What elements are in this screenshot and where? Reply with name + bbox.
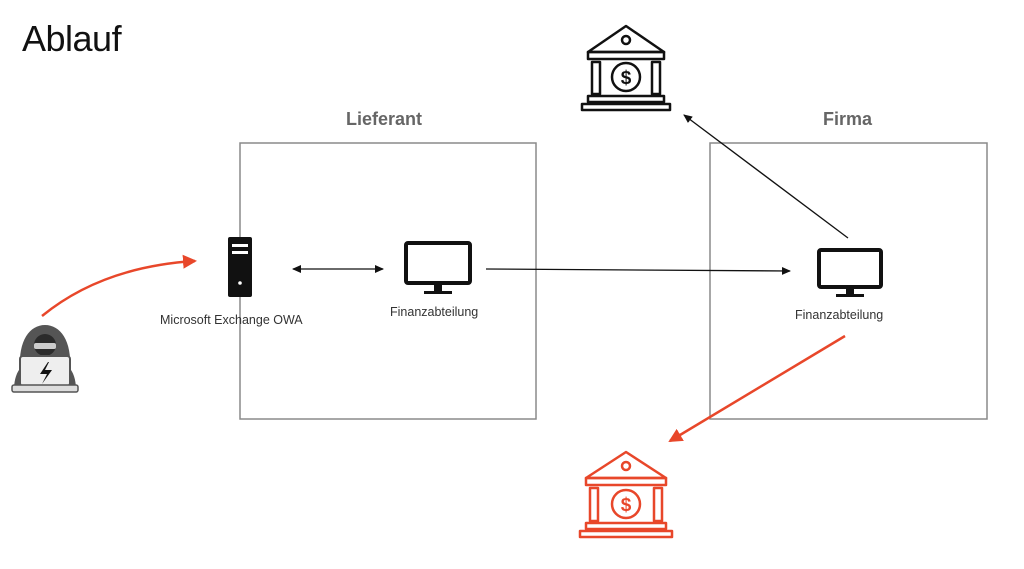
company-finance-label: Finanzabteilung xyxy=(795,308,884,322)
bank-icon: $ xyxy=(578,450,674,539)
monitor-icon xyxy=(817,248,883,297)
company-legit-bank-arrow xyxy=(683,114,849,239)
company-fraud-bank-arrow xyxy=(668,334,846,443)
company-box-label: Firma xyxy=(823,109,873,129)
supplier-company-arrow xyxy=(485,266,791,275)
hacker-icon xyxy=(11,325,79,393)
company-box xyxy=(709,142,988,420)
supplier-box xyxy=(239,142,537,420)
svg-text:$: $ xyxy=(621,68,632,89)
page-title: Ablauf xyxy=(22,18,122,59)
supplier-box-label: Lieferant xyxy=(346,109,423,129)
svg-text:$: $ xyxy=(621,495,632,516)
exchange-server-label: Microsoft Exchange OWA xyxy=(160,313,303,327)
server-icon xyxy=(228,237,252,297)
monitor-icon xyxy=(404,241,472,294)
supplier-finance-label: Finanzabteilung xyxy=(390,305,479,319)
bank-icon: $ xyxy=(580,24,672,112)
attacker-server-arrow xyxy=(41,254,197,317)
